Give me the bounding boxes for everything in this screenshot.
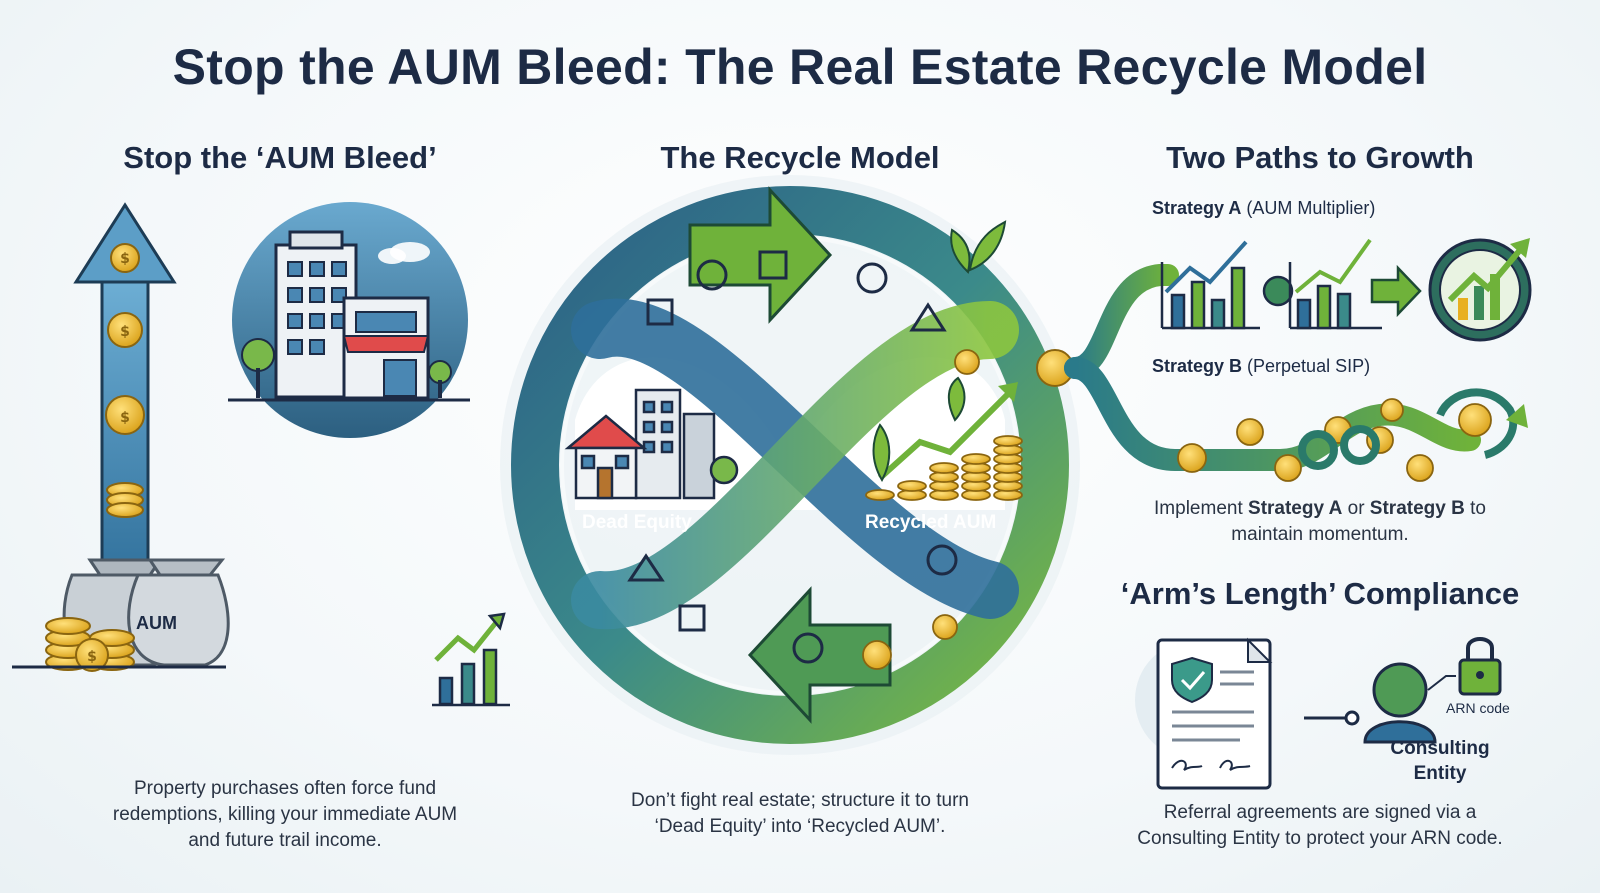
compliance-heading: ‘Arm’s Length’ Compliance	[1120, 576, 1520, 611]
page-title: Stop the AUM Bleed: The Real Estate Recy…	[172, 39, 1428, 95]
strategy-b-desc: (Perpetual SIP)	[1242, 356, 1371, 376]
growth-chart-icon	[1428, 238, 1532, 342]
left-heading: Stop the ‘AUM Bleed’	[123, 140, 437, 175]
implement-line-2: maintain momentum.	[1231, 524, 1409, 545]
center-heading: The Recycle Model	[660, 140, 940, 175]
center-caption-line: ‘Dead Equity’ into ‘Recycled AUM’.	[654, 816, 946, 837]
strategy-a-label: Strategy A (AUM Multiplier)	[1152, 198, 1375, 219]
svg-text:$: $	[120, 251, 130, 267]
right-caption: Referral agreements are signed via a Con…	[1100, 800, 1540, 852]
dead-equity-label: Dead Equity	[582, 512, 692, 533]
lock-icon	[1458, 637, 1502, 696]
city-buildings-icon	[564, 388, 739, 500]
person-icon	[1363, 662, 1437, 744]
svg-text:$: $	[120, 324, 130, 340]
plant-icon	[872, 376, 966, 483]
svg-text:$: $	[87, 649, 97, 665]
left-caption-line: redemptions, killing your immediate AUM	[112, 804, 458, 825]
implement-post: to	[1464, 498, 1486, 519]
growth-chart-icon	[1160, 238, 1382, 330]
consulting-entity-label: Consulting Entity	[1380, 736, 1500, 786]
growth-chart-icon	[432, 612, 510, 707]
implement-b: Strategy B	[1369, 498, 1465, 519]
implement-caption: Implement Strategy A or Strategy B to ma…	[1100, 496, 1540, 548]
strategy-b-name: Strategy B	[1152, 356, 1243, 376]
center-caption-line: Don’t fight real estate; structure it to…	[631, 790, 969, 811]
arn-code-label: ARN code	[1446, 700, 1510, 716]
money-bag-label: AUM	[136, 613, 177, 633]
recycled-aum-label: Recycled AUM	[865, 512, 997, 533]
recycle-loop-icon	[500, 175, 1080, 755]
svg-text:$: $	[120, 410, 130, 426]
plant-icon	[950, 220, 1007, 274]
implement-pre: Implement	[1154, 498, 1249, 519]
strategy-a-name: Strategy A	[1152, 198, 1242, 218]
coin-icon	[862, 349, 1023, 670]
implement-line: Implement Strategy A or Strategy B to	[1100, 496, 1540, 522]
left-caption-line: and future trail income.	[188, 830, 382, 851]
implement-a: Strategy A	[1248, 498, 1343, 519]
center-caption: Don’t fight real estate; structure it to…	[570, 788, 1030, 840]
strategy-a-desc: (AUM Multiplier)	[1241, 198, 1376, 218]
right-caption-line: Referral agreements are signed via a	[1163, 802, 1477, 823]
right-caption-line: Consulting Entity to protect your ARN co…	[1137, 828, 1503, 849]
right-heading: Two Paths to Growth	[1166, 140, 1474, 175]
consulting-line: Consulting	[1390, 738, 1490, 759]
left-caption-line: Property purchases often force fund	[133, 778, 437, 799]
coin-icon	[105, 243, 145, 518]
implement-or: or	[1342, 498, 1370, 519]
left-caption: Property purchases often force fund rede…	[60, 776, 510, 854]
city-buildings-icon	[228, 202, 470, 438]
strategy-b-label: Strategy B (Perpetual SIP)	[1152, 356, 1370, 377]
consulting-line: Entity	[1413, 763, 1467, 784]
document-shield-icon	[1135, 637, 1273, 790]
